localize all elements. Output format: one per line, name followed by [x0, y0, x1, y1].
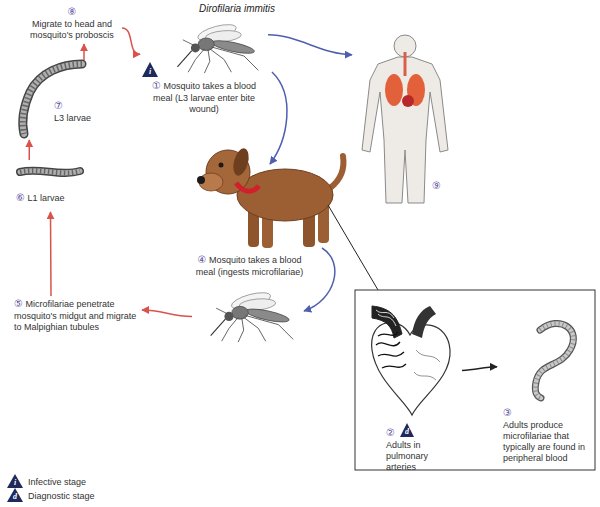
callout-number: ④ [197, 254, 206, 265]
stage-node: ⑤ Microfilariae penetrate mosquito's mid… [12, 296, 142, 336]
stage-icon-letter: i [142, 67, 158, 76]
stage-node: ⑨ [352, 28, 480, 206]
transmission-arrow [270, 72, 287, 164]
lung [385, 74, 403, 106]
stage-text: Mosquito takes a blood meal (L3 larvae e… [153, 81, 256, 114]
cycle-arrow [122, 28, 140, 54]
callout-number: ⑤ [14, 298, 23, 309]
stage-icon-letter: i [7, 478, 23, 487]
callout-number: ⑧ [24, 5, 120, 19]
heart-detail [414, 350, 440, 380]
adult-worms [376, 332, 406, 368]
legend-triangle [7, 474, 23, 488]
cycle-arrow [50, 212, 52, 296]
stage-text: Mosquito takes a blood meal (ingests mic… [196, 255, 304, 277]
cycle-arrow [29, 140, 31, 160]
dog-eye [219, 163, 224, 168]
adult-worms [376, 310, 396, 326]
dog-nose [197, 176, 205, 184]
heart [402, 95, 414, 107]
diagram-title: Dirofilaria immitis [152, 3, 322, 15]
heart-outline [372, 322, 450, 415]
stage-node: ③Adults produce microfilariae that typic… [497, 300, 593, 467]
diagnostic-triangle [400, 423, 414, 437]
callout-number: ⑨ [432, 179, 478, 193]
human-figure [362, 35, 448, 203]
stage-text: Adults in pulmonary arteries [386, 440, 428, 472]
stage-node: ⑦L3 larvae [12, 60, 108, 140]
aorta [412, 306, 436, 338]
dog-body [237, 169, 333, 221]
mosquito [177, 21, 258, 73]
l3-larva [23, 64, 82, 134]
leader-line [328, 205, 378, 290]
cycle-arrow [83, 44, 85, 60]
dog-collar [236, 183, 259, 191]
callout-number: ⑦ [54, 99, 106, 113]
microfilaria [535, 323, 573, 398]
l1-larva [20, 171, 80, 173]
stage-text: L3 larvae [54, 113, 91, 123]
callout-number: ① [152, 80, 161, 91]
dog-figure [197, 147, 343, 248]
legend-text: Infective stage [28, 476, 86, 488]
callout-number: ⑥ [16, 192, 25, 203]
trachea [404, 52, 407, 76]
stage-text: Adults produce microfilariae that typica… [503, 420, 585, 463]
infective-triangle [142, 62, 158, 77]
callout-number: ② [386, 426, 460, 440]
stage-node: ④ Mosquito takes a blood meal (ingests m… [192, 252, 307, 344]
dog-tail [330, 156, 343, 188]
stage-text: Microfilariae penetrate mosquito's midgu… [14, 299, 136, 332]
stage-node: ⑧Migrate to head and mosquito's probosci… [22, 4, 122, 44]
stage-node: ⑥ L1 larvae [8, 160, 93, 212]
legend-text: Diagnostic stage [28, 490, 95, 502]
cycle-arrow [268, 35, 352, 55]
stage-node: ②Adults in pulmonary arteries [362, 300, 462, 476]
stage-node: ① Mosquito takes a blood meal (L3 larvae… [140, 20, 268, 118]
stage-icon-letter: d [7, 492, 23, 501]
mosquito [211, 289, 293, 342]
stage-text: Migrate to head and mosquito's proboscis [30, 19, 114, 40]
stage-text: L1 larvae [27, 193, 64, 203]
legend-triangle [7, 488, 23, 502]
transmission-arrow [304, 248, 335, 311]
dog-ear [231, 147, 252, 178]
cycle-arrow [462, 367, 497, 371]
cycle-arrow [142, 310, 192, 316]
stage-icon-letter: d [400, 427, 414, 436]
callout-number: ③ [503, 406, 591, 420]
heart-illustration [372, 306, 450, 415]
